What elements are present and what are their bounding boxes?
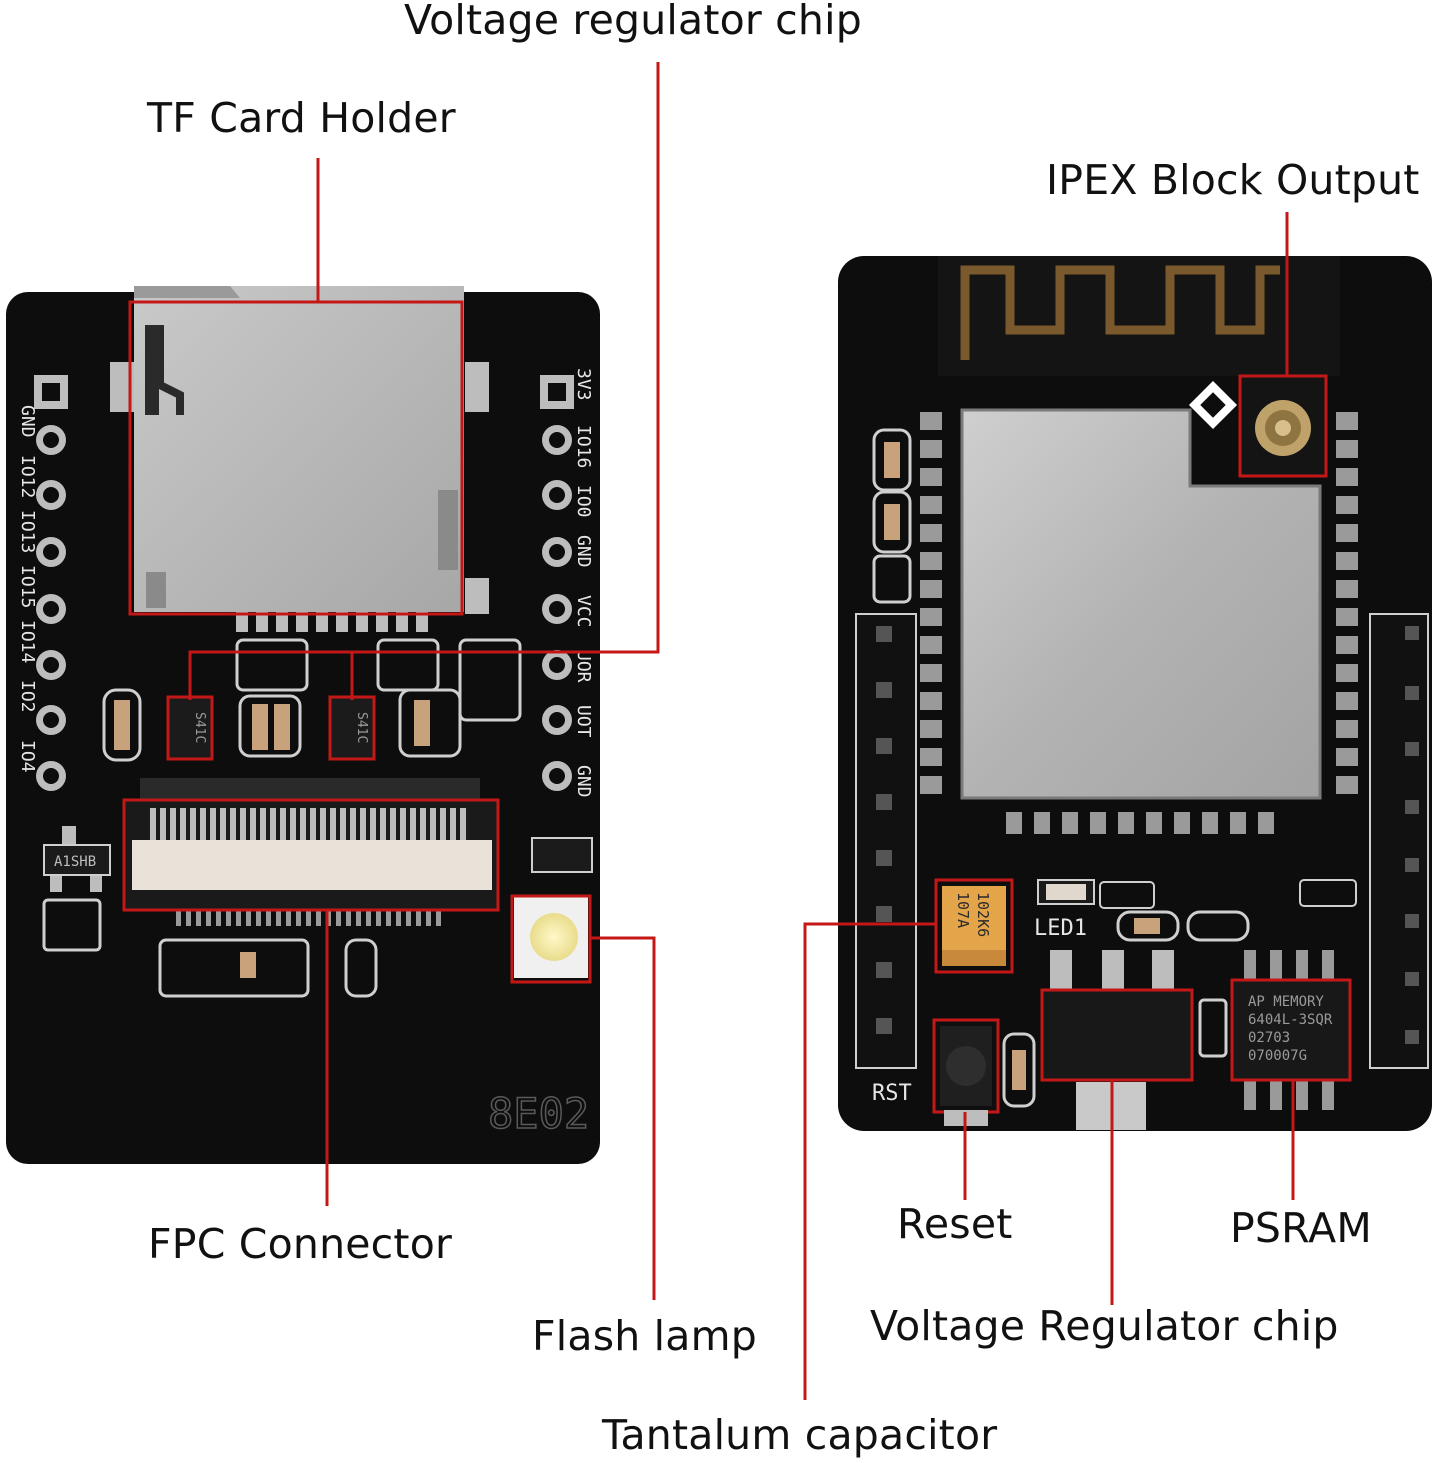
pin-label-left-6: IO4 — [17, 740, 38, 773]
label-voltage-regulator-top: Voltage regulator chip — [404, 0, 862, 44]
pin-label-right-6: UOT — [573, 705, 594, 738]
reset-button-component: RST — [872, 1018, 1036, 1126]
chip-marking: A1SHB — [54, 854, 96, 870]
right-board-right-header — [1369, 613, 1429, 1069]
pin-label-left-5: IO2 — [17, 680, 38, 713]
pin-label-left-1: IO12 — [17, 455, 38, 498]
regulator-marking-2: S41C — [354, 712, 369, 743]
capacitor-marking-2: 102K6 — [974, 892, 992, 937]
left-regulator-chip-2: S41C — [328, 695, 376, 761]
label-voltage-regulator-bottom: Voltage Regulator chip — [870, 1302, 1339, 1350]
right-board: LED1 107A 102K6 RST — [838, 256, 1432, 1131]
label-ipex-block-output: IPEX Block Output — [1046, 156, 1420, 204]
pin-label-right-2: IO0 — [573, 485, 594, 518]
voltage-regulator-top-leader — [188, 62, 660, 700]
label-fpc-connector: FPC Connector — [148, 1220, 453, 1268]
smd-components-bottom — [158, 938, 378, 998]
psram-component: AP MEMORY 6404L-3SQR 02703 070007G — [1198, 950, 1352, 1110]
fpc-pins — [150, 808, 466, 840]
label-reset: Reset — [897, 1200, 1013, 1248]
psram-marking-4: 070007G — [1248, 1048, 1307, 1064]
led1-component: LED1 — [1034, 879, 1357, 942]
label-tf-card-holder: TF Card Holder — [147, 94, 456, 142]
fpc-callout-box — [122, 798, 500, 912]
psram-marking-2: 6404L-3SQR — [1248, 1012, 1333, 1028]
smd-components-top — [102, 612, 522, 762]
ipex-connector-component — [1238, 374, 1328, 478]
pin-label-right-4: VCC — [573, 595, 594, 628]
pin-label-left-4: IO14 — [17, 620, 38, 663]
pin-label-right-3: GND — [573, 535, 594, 568]
flash-lamp-leader — [590, 936, 656, 1300]
label-psram: PSRAM — [1230, 1204, 1372, 1252]
label-flash-lamp: Flash lamp — [532, 1312, 757, 1360]
pin-label-right-5: UOR — [573, 650, 594, 683]
board-code: 8E02 — [488, 1089, 589, 1138]
left-silkscreen-labels: GND IO12 IO13 IO15 IO14 IO2 IO4 — [17, 405, 38, 773]
led1-label: LED1 — [1034, 916, 1087, 941]
left-pin-header — [34, 375, 68, 791]
right-board-left-header — [855, 428, 917, 1069]
regulator-marking-1: S41C — [192, 712, 207, 743]
pin-label-left-0: GND — [17, 405, 38, 438]
module-pads — [920, 412, 1358, 834]
flash-lamp-component — [514, 837, 593, 978]
pcb-antenna-trace — [960, 265, 1280, 360]
left-regulator-chip-1: S41C — [166, 695, 214, 761]
psram-marking-3: 02703 — [1248, 1030, 1290, 1046]
fpc-connector-component — [124, 778, 498, 926]
capacitor-marking-1: 107A — [954, 892, 972, 928]
pin-label-left-3: IO15 — [17, 565, 38, 608]
pin-label-right-0: 3V3 — [573, 368, 594, 401]
psram-marking-1: AP MEMORY — [1248, 994, 1324, 1010]
pin-label-right-7: GND — [573, 765, 594, 798]
callout-lines — [122, 62, 1295, 1400]
tf-card-holder-component — [110, 286, 489, 614]
pin-label-right-1: IO16 — [573, 425, 594, 468]
tantalum-leader — [803, 922, 936, 1400]
label-tantalum-capacitor: Tantalum capacitor — [602, 1411, 998, 1459]
module-shield — [960, 408, 1322, 800]
antenna-area — [938, 256, 1340, 376]
right-silkscreen-labels: 3V3 IO16 IO0 GND VCC UOR UOT GND — [573, 368, 594, 798]
pin-label-left-2: IO13 — [17, 510, 38, 553]
rst-label: RST — [872, 1081, 912, 1106]
left-board: GND IO12 IO13 IO15 IO14 IO2 IO4 3V3 IO16… — [6, 286, 600, 1164]
right-pin-header — [540, 375, 574, 791]
tf-card-callout-box — [128, 300, 464, 616]
sot23-chip: A1SHB — [42, 826, 111, 952]
tantalum-capacitor-component: 107A 102K6 — [934, 878, 1014, 974]
